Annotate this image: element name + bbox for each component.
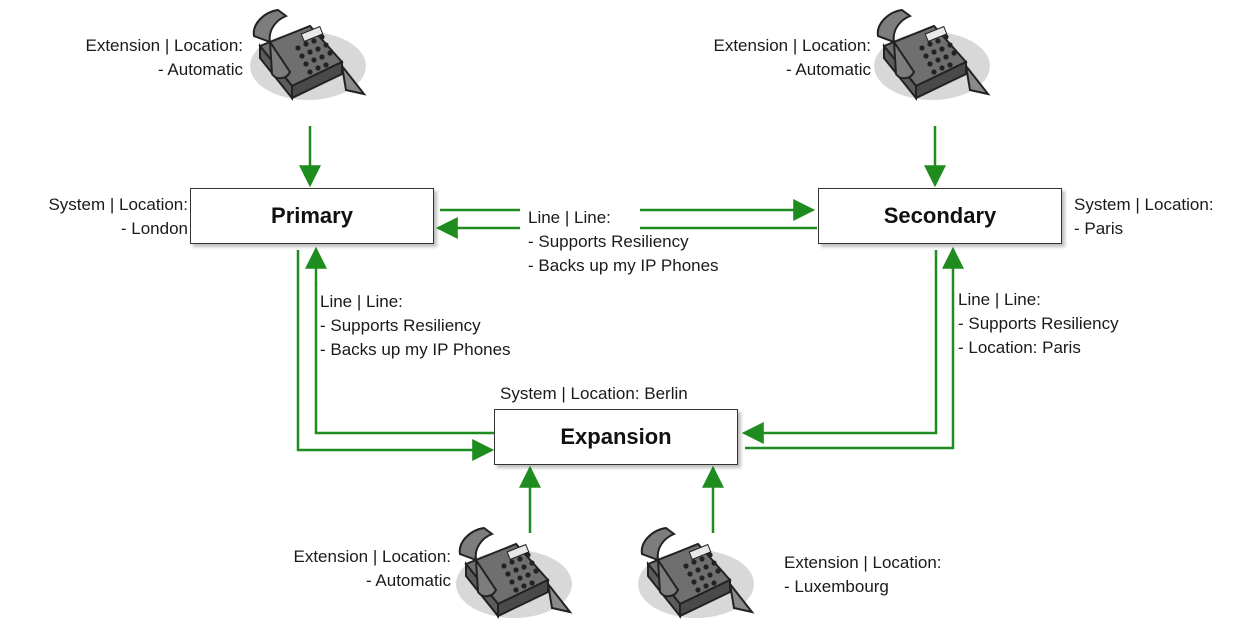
expansion-phone-left-label: Extension | Location: - Automatic	[293, 547, 451, 590]
connector-lines	[296, 126, 964, 533]
expansion-phone-right-label: Extension | Location: - Luxembourg	[784, 553, 942, 596]
secondary-system-label: System | Location: - Paris	[1074, 195, 1214, 238]
primary-expansion-line-label: Line | Line: - Supports Resiliency - Bac…	[320, 292, 511, 359]
secondary-node[interactable]: Secondary	[818, 188, 1062, 244]
desk-phone-icon	[455, 527, 573, 619]
desk-phone-icon	[249, 9, 367, 101]
secondary-to-expansion-line	[780, 250, 938, 435]
secondary-phone-label: Extension | Location: - Automatic	[713, 36, 871, 79]
primary-phone-label: Extension | Location: - Automatic	[85, 36, 243, 79]
primary-system-label: System | Location: - London	[48, 195, 188, 238]
primary-secondary-line-label: Line | Line: - Supports Resiliency - Bac…	[528, 208, 719, 275]
expansion-system-label: System | Location: Berlin	[500, 384, 688, 403]
expansion-node[interactable]: Expansion	[494, 409, 738, 465]
expansion-to-primary-line	[314, 283, 495, 435]
primary-node[interactable]: Primary	[190, 188, 434, 244]
expansion-to-secondary-line	[745, 284, 955, 450]
secondary-expansion-line-label: Line | Line: - Supports Resiliency - Loc…	[958, 290, 1119, 357]
desk-phone-icon	[637, 527, 755, 619]
primary-to-expansion-line	[296, 250, 460, 452]
desk-phone-icon	[873, 9, 991, 101]
